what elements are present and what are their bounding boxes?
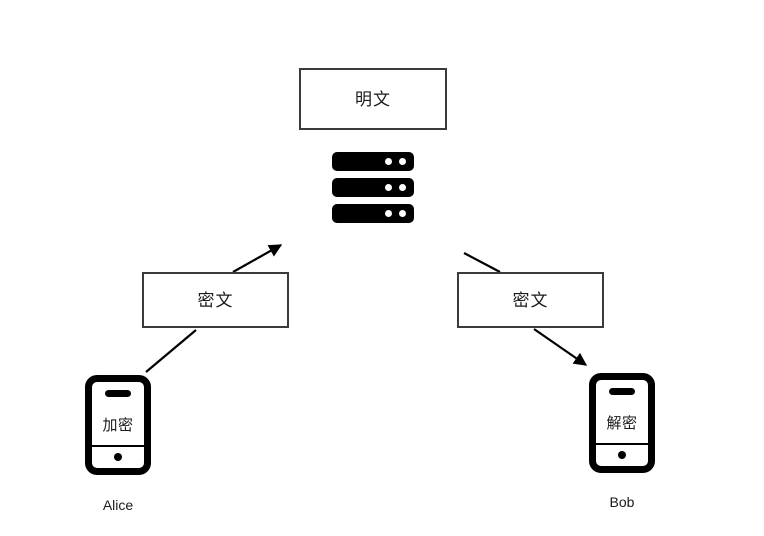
phone-divider (596, 443, 648, 445)
server-row-1 (332, 152, 414, 171)
connector-server-to-ciphertext-right (463, 252, 501, 273)
server-row-3 (332, 204, 414, 223)
actor-label-alice: Alice (102, 497, 134, 513)
server-led-icon (385, 184, 392, 191)
server-led-icon (385, 210, 392, 217)
ciphertext-box-right: 密文 (457, 272, 604, 328)
ciphertext-box-right-label: 密文 (512, 290, 549, 310)
connector-ciphertext-right-to-bob-phone (533, 328, 588, 366)
connector-ciphertext-left-to-server (232, 244, 283, 273)
plaintext-box: 明文 (299, 68, 447, 130)
phone-speaker-icon (105, 390, 131, 397)
server-stack-icon (332, 152, 414, 224)
actor-label-bob: Bob (609, 494, 635, 510)
server-led-icon (385, 158, 392, 165)
plaintext-box-label: 明文 (355, 89, 391, 109)
phone-home-button-icon (114, 453, 122, 461)
connector-alice-phone-to-ciphertext-left (145, 329, 197, 373)
smartphone-icon-alice: 加密 (85, 375, 151, 475)
phone-divider (92, 445, 144, 447)
phone-home-button-icon (618, 451, 626, 459)
ciphertext-box-left: 密文 (142, 272, 289, 328)
phone-alice-screen-label: 加密 (102, 417, 134, 434)
server-led-icon (399, 210, 406, 217)
smartphone-icon-bob: 解密 (589, 373, 655, 473)
server-led-icon (399, 158, 406, 165)
phone-speaker-icon (609, 388, 635, 395)
phone-bob-screen-label: 解密 (606, 415, 638, 432)
server-led-icon (399, 184, 406, 191)
ciphertext-box-left-label: 密文 (197, 290, 234, 310)
server-row-2 (332, 178, 414, 197)
